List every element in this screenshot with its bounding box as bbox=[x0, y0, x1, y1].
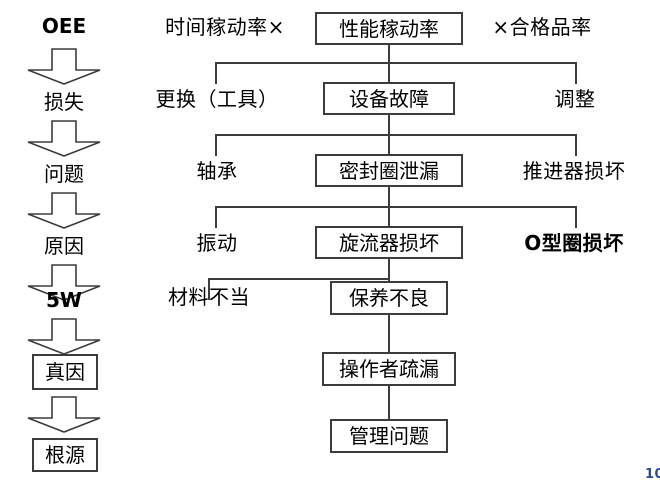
block-arrow-down-icon bbox=[26, 396, 102, 434]
tier-problem-left-label: 轴承 bbox=[196, 159, 238, 183]
tier-5w-2-center-box: 操作者疏漏 bbox=[322, 352, 456, 386]
tier-root-center-box: 管理问题 bbox=[330, 419, 448, 453]
tier-cause-left-label: 振动 bbox=[196, 231, 238, 255]
connector-5w-1-down bbox=[388, 315, 390, 352]
block-arrow-down-icon bbox=[26, 48, 102, 86]
block-arrow-down-icon bbox=[26, 264, 102, 302]
connector-5w-2-down bbox=[388, 386, 390, 419]
stage-box-true-cause: 真因 bbox=[32, 354, 98, 390]
stage-box-root-source: 根源 bbox=[32, 438, 98, 472]
connector-tier4-center-drop bbox=[388, 206, 390, 228]
connector-tier3-left-drop bbox=[215, 134, 217, 156]
block-arrow-down-icon bbox=[26, 120, 102, 158]
tier-5w-1-center-box: 保养不良 bbox=[330, 281, 448, 315]
stage-label-problem: 问题 bbox=[44, 162, 84, 186]
connector-tier5-bus bbox=[208, 278, 388, 280]
tier-oee-center-box: 性能稼动率 bbox=[315, 12, 463, 45]
connector-tier2-center-drop bbox=[388, 62, 390, 84]
connector-tier2-bus bbox=[215, 62, 575, 64]
connector-tier3-right-drop bbox=[575, 134, 577, 156]
connector-cause-center-down bbox=[388, 259, 390, 278]
tier-loss-left-label: 更换（工具） bbox=[155, 87, 279, 111]
connector-problem-center-down bbox=[388, 187, 390, 206]
connector-tier3-bus bbox=[215, 134, 575, 136]
connector-tier5-left-drop bbox=[208, 278, 210, 300]
page-number: 10 bbox=[645, 467, 660, 482]
stage-label-loss: 损失 bbox=[44, 90, 84, 114]
connector-oee-center-down bbox=[388, 45, 390, 62]
connector-tier4-right-drop bbox=[575, 206, 577, 228]
block-arrow-down-icon bbox=[26, 318, 102, 356]
stage-label-cause: 原因 bbox=[44, 234, 84, 258]
tier-5w-1-left-label: 材料不当 bbox=[168, 285, 250, 309]
tier-loss-right-label: 调整 bbox=[554, 87, 596, 111]
connector-tier2-right-drop bbox=[575, 62, 577, 84]
tier-cause-right-label: O型圈损坏 bbox=[524, 231, 624, 255]
stage-label-oee: OEE bbox=[41, 14, 87, 38]
connector-tier2-left-drop bbox=[215, 62, 217, 84]
connector-tier4-bus bbox=[215, 206, 575, 208]
connector-tier3-center-drop bbox=[388, 134, 390, 156]
connector-loss-center-down bbox=[388, 115, 390, 134]
stage-label-5w: 5W bbox=[46, 288, 82, 312]
tier-oee-left-label: 时间稼动率× bbox=[165, 15, 285, 39]
connector-tier4-left-drop bbox=[215, 206, 217, 228]
tier-cause-center-box: 旋流器损坏 bbox=[315, 226, 463, 259]
tier-problem-center-box: 密封圈泄漏 bbox=[315, 154, 463, 187]
tier-loss-center-box: 设备故障 bbox=[323, 82, 455, 115]
tier-problem-right-label: 推进器损坏 bbox=[522, 159, 626, 183]
block-arrow-down-icon bbox=[26, 192, 102, 230]
tier-oee-right-label: ×合格品率 bbox=[492, 15, 592, 39]
